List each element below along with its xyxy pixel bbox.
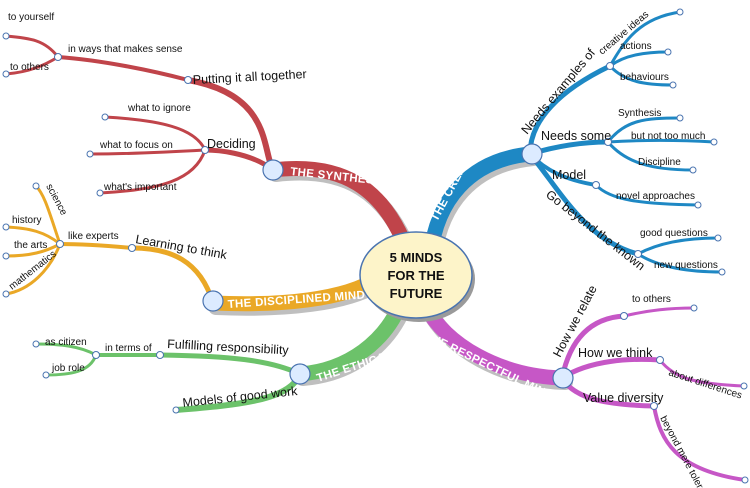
discipline-label: Discipline <box>638 157 681 168</box>
job-role-label: job role <box>51 363 85 374</box>
deciding-label: Deciding <box>207 137 256 151</box>
to-others-label: to others <box>10 62 49 73</box>
center-line-2: FOR THE <box>387 268 444 283</box>
respectful-band-label: THE RESPECTFUL MIND <box>423 330 555 403</box>
science-label: science <box>43 182 69 217</box>
respectful-node[interactable] <box>552 367 574 389</box>
putting-it-together-label: Putting it all together <box>192 67 307 87</box>
connector-dots <box>2 8 749 484</box>
what-to-focus-on-label: what to focus on <box>99 140 173 151</box>
actions-label: actions <box>620 41 652 52</box>
behaviours-label: behaviours <box>620 72 669 83</box>
center-line-1: 5 MINDS <box>390 250 443 265</box>
synthesis-label: Synthesis <box>618 108 661 119</box>
in-ways-label: in ways that makes sense <box>68 44 183 55</box>
novel-approaches-label: novel approaches <box>616 191 695 202</box>
needs-some-label: Needs some <box>541 129 611 143</box>
good-questions-label: good questions <box>640 228 708 239</box>
creating-node[interactable] <box>521 143 543 165</box>
center-node[interactable]: 5 MINDS FOR THE FUTURE <box>359 231 475 322</box>
in-terms-of-label: in terms of <box>105 343 152 354</box>
ethical-node[interactable] <box>289 363 311 385</box>
disciplined-node[interactable] <box>202 290 224 312</box>
value-diversity-label: Value diversity <box>583 391 664 405</box>
what-to-ignore-label: what to ignore <box>127 103 191 114</box>
needs-examples-label: Needs examples of <box>519 46 599 137</box>
but-not-too-much-label: but not too much <box>631 131 706 142</box>
model-label: Model <box>552 168 586 182</box>
like-experts-label: like experts <box>68 231 119 242</box>
to-yourself-label: to yourself <box>8 12 54 23</box>
respect-to-others-label: to others <box>632 294 671 305</box>
new-questions-label: new questions <box>654 260 718 271</box>
main-nodes <box>202 143 574 389</box>
synthesizing-node[interactable] <box>262 159 284 181</box>
as-citizen-label: as citizen <box>45 337 87 348</box>
history-label: history <box>12 215 41 226</box>
fulfilling-label: Fulfilling responsibility <box>167 337 290 357</box>
whats-important-label: what's important <box>103 182 177 193</box>
center-line-3: FUTURE <box>390 286 443 301</box>
how-we-think-label: How we think <box>578 346 653 360</box>
beyond-tolerance-label: beyond mere tolerance <box>657 414 715 488</box>
the-arts-label: the arts <box>14 240 47 251</box>
